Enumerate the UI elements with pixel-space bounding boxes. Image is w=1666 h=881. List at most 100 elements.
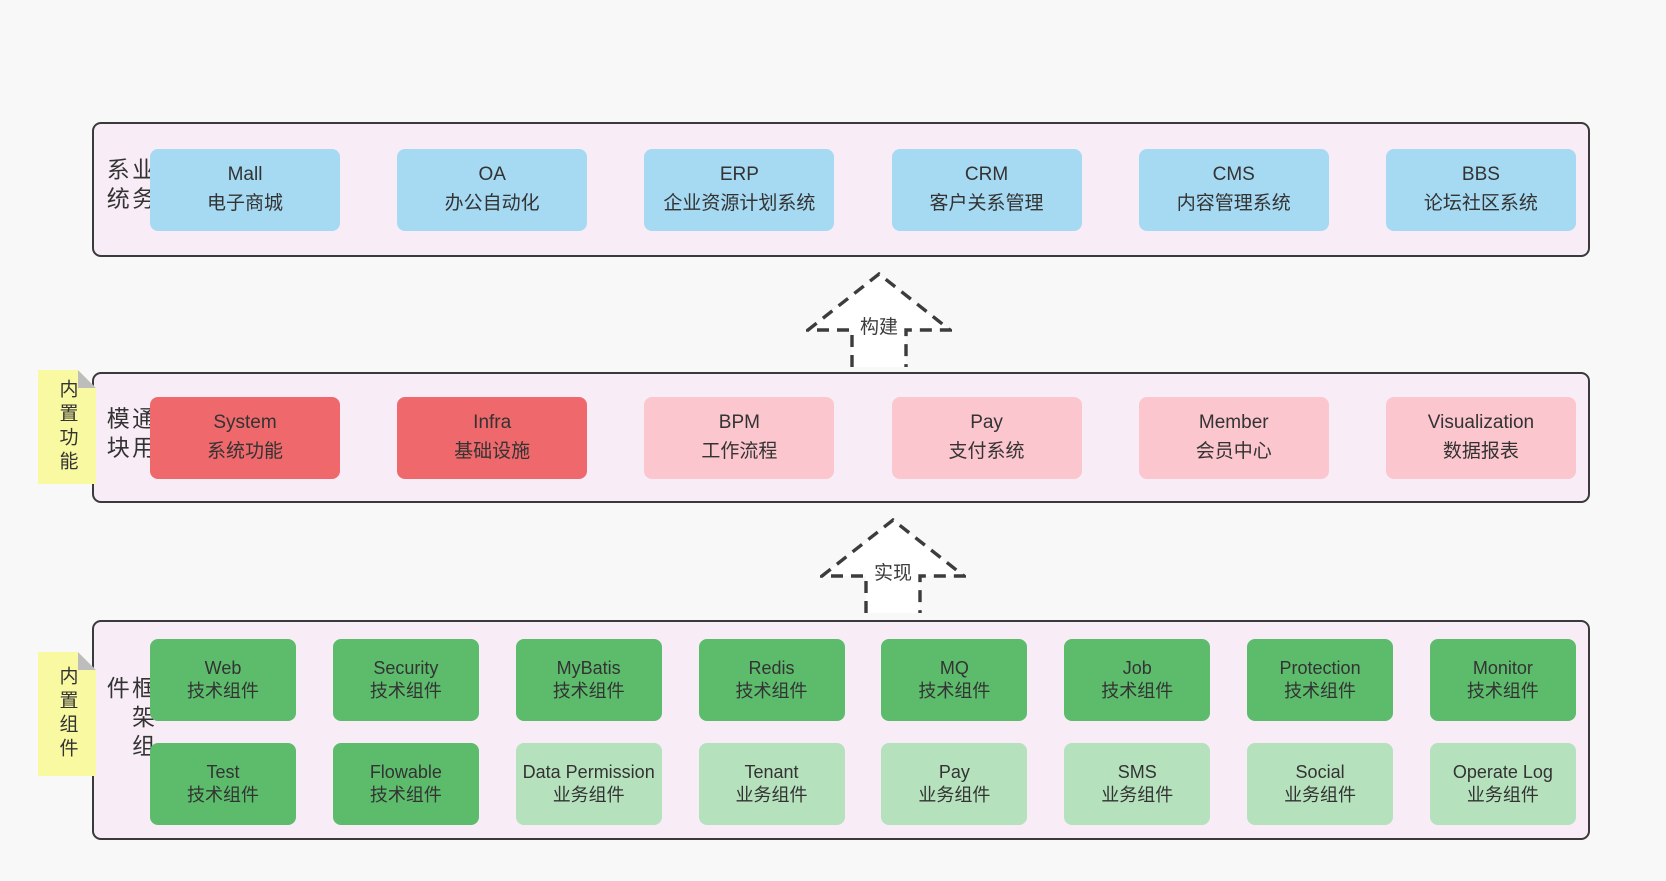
box-title: MyBatis	[556, 657, 621, 678]
box-subtitle: 业务组件	[1466, 785, 1539, 805]
box-test: Test 技术组件	[150, 743, 296, 825]
box-title: OA	[478, 164, 506, 185]
box-title: Flowable	[369, 761, 442, 782]
box-monitor: Monitor 技术组件	[1429, 639, 1576, 721]
arrow-build: 构建	[806, 272, 952, 367]
box-title: Social	[1295, 761, 1345, 782]
band-framework-components: 框架组件 Web 技术组件 Security 技术组件 MyBatis 技术组件…	[92, 620, 1590, 840]
framework-box-row-1: Web 技术组件 Security 技术组件 MyBatis 技术组件 Redi…	[150, 639, 1576, 721]
box-web: Web 技术组件	[150, 639, 296, 721]
arrow-build-label: 构建	[857, 312, 901, 339]
box-subtitle: 技术组件	[187, 785, 259, 805]
box-subtitle: 支付系统	[948, 440, 1025, 462]
box-subtitle: 电子商城	[206, 192, 283, 214]
box-redis: Redis 技术组件	[698, 639, 845, 721]
band-business-systems: 业务系统 Mall 电子商城 OA 办公自动化 ERP 企业资源计划系统 CRM…	[92, 122, 1590, 257]
box-crm: CRM 客户关系管理	[891, 148, 1082, 231]
box-subtitle: 技术组件	[1466, 681, 1539, 701]
box-title: MQ	[939, 657, 969, 678]
box-flowable: Flowable 技术组件	[332, 743, 479, 825]
box-subtitle: 系统功能	[206, 440, 283, 462]
box-job: Job 技术组件	[1064, 639, 1211, 721]
box-title: ERP	[719, 164, 759, 185]
box-bbs: BBS 论坛社区系统	[1385, 148, 1576, 231]
box-subtitle: 业务组件	[918, 785, 991, 805]
box-operate-log: Operate Log 业务组件	[1429, 743, 1576, 825]
note-built-in-features: 内置功能	[38, 370, 96, 484]
box-title: Visualization	[1427, 412, 1535, 433]
box-title: Infra	[473, 412, 512, 433]
box-title: SMS	[1117, 761, 1157, 782]
arrow-implement-label: 实现	[871, 558, 915, 585]
box-subtitle: 技术组件	[1101, 681, 1174, 701]
box-subtitle: 技术组件	[735, 681, 808, 701]
box-subtitle: 论坛社区系统	[1423, 192, 1538, 214]
box-tenant: Tenant 业务组件	[698, 743, 845, 825]
box-mybatis: MyBatis 技术组件	[515, 639, 662, 721]
box-title: Redis	[748, 657, 795, 678]
box-subtitle: 技术组件	[918, 681, 991, 701]
box-bpm: BPM 工作流程	[644, 396, 835, 479]
note-text: 内置功能	[56, 379, 78, 475]
band-business-label: 业务系统	[103, 156, 155, 215]
box-subtitle: 业务组件	[735, 785, 808, 805]
box-title: Test	[206, 761, 240, 782]
note-text: 内置组件	[56, 666, 78, 762]
box-pay-biz: Pay 业务组件	[881, 743, 1028, 825]
box-infra: Infra 基础设施	[397, 396, 588, 479]
band-common-modules: 通用模块 System 系统功能 Infra 基础设施 BPM 工作流程 Pay…	[92, 372, 1590, 503]
box-subtitle: 数据报表	[1442, 440, 1519, 462]
box-visualization: Visualization 数据报表	[1385, 396, 1576, 479]
box-erp: ERP 企业资源计划系统	[644, 148, 835, 231]
band-framework-label: 框架组件	[103, 676, 155, 763]
box-subtitle: 业务组件	[1284, 785, 1357, 805]
box-subtitle: 技术组件	[187, 681, 259, 701]
box-mall: Mall 电子商城	[150, 148, 340, 231]
box-cms: CMS 内容管理系统	[1138, 148, 1329, 231]
box-subtitle: 工作流程	[701, 440, 778, 462]
arrow-implement: 实现	[820, 518, 966, 613]
box-oa: OA 办公自动化	[397, 148, 588, 231]
box-title: Pay	[938, 761, 970, 782]
box-title: Monitor	[1472, 657, 1533, 678]
box-title: Data Permission	[522, 761, 655, 782]
box-subtitle: 客户关系管理	[929, 192, 1044, 214]
box-security: Security 技术组件	[332, 639, 479, 721]
modules-box-row: System 系统功能 Infra 基础设施 BPM 工作流程 Pay 支付系统…	[150, 396, 1576, 479]
box-subtitle: 技术组件	[1284, 681, 1357, 701]
box-title: Protection	[1279, 657, 1361, 678]
box-subtitle: 办公自动化	[444, 192, 540, 214]
box-title: CRM	[964, 164, 1009, 185]
framework-box-row-2: Test 技术组件 Flowable 技术组件 Data Permission …	[150, 743, 1576, 825]
box-mq: MQ 技术组件	[881, 639, 1028, 721]
box-social: Social 业务组件	[1247, 743, 1394, 825]
box-title: Job	[1122, 657, 1152, 678]
box-title: CMS	[1212, 164, 1255, 185]
box-title: Operate Log	[1452, 761, 1553, 782]
box-subtitle: 技术组件	[369, 681, 442, 701]
box-pay: Pay 支付系统	[891, 396, 1082, 479]
box-member: Member 会员中心	[1138, 396, 1329, 479]
note-built-in-components: 内置组件	[38, 652, 96, 776]
box-subtitle: 技术组件	[369, 785, 442, 805]
band-modules-label: 通用模块	[103, 405, 155, 464]
box-title: Mall	[227, 164, 263, 185]
box-title: System	[213, 412, 277, 433]
business-box-row: Mall 电子商城 OA 办公自动化 ERP 企业资源计划系统 CRM 客户关系…	[150, 148, 1576, 231]
box-sms: SMS 业务组件	[1064, 743, 1211, 825]
box-title: Tenant	[744, 761, 799, 782]
box-system: System 系统功能	[150, 396, 340, 479]
box-subtitle: 内容管理系统	[1176, 192, 1291, 214]
box-protection: Protection 技术组件	[1247, 639, 1394, 721]
box-title: BPM	[718, 412, 760, 433]
box-subtitle: 企业资源计划系统	[663, 192, 816, 214]
box-title: BBS	[1461, 164, 1500, 185]
box-subtitle: 基础设施	[454, 440, 531, 462]
box-subtitle: 业务组件	[552, 785, 625, 805]
box-title: Member	[1198, 412, 1269, 433]
box-subtitle: 业务组件	[1101, 785, 1174, 805]
box-title: Web	[204, 657, 242, 678]
box-title: Pay	[970, 412, 1003, 433]
box-title: Security	[373, 657, 439, 678]
